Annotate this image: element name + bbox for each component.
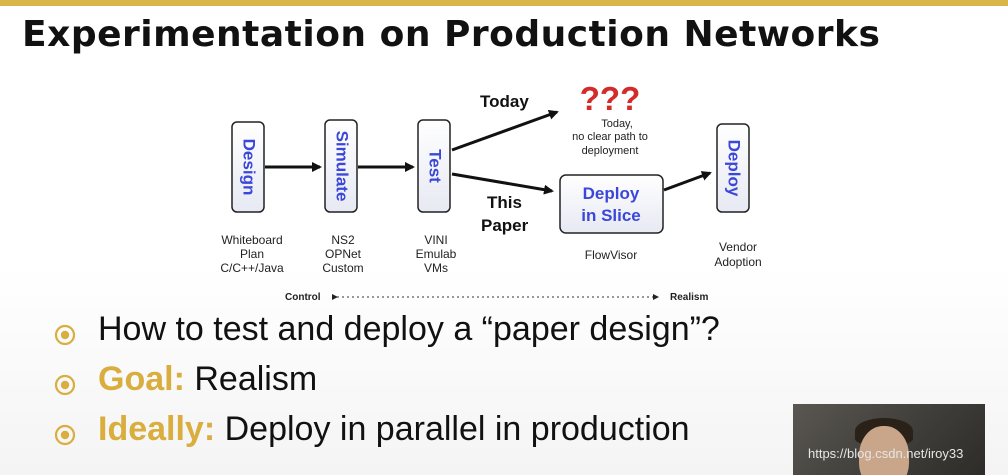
watermark-text: https://blog.csdn.net/iroy33: [808, 446, 964, 461]
question-note-3: deployment: [582, 145, 639, 157]
circle-bullet-icon: [54, 374, 76, 396]
bullet-body: Deploy in parallel in production: [215, 410, 690, 448]
this-label: This: [487, 193, 522, 212]
top-accent-bar: [0, 0, 1008, 6]
simulate-sublabel-2: OPNet: [325, 247, 362, 261]
test-box: [417, 119, 451, 213]
slide-title: Experimentation on Production Networks: [22, 14, 881, 55]
axis-realism-label: Realism: [670, 292, 708, 303]
paper-label: Paper: [481, 216, 529, 235]
slice-line-2: in Slice: [581, 206, 641, 225]
design-stage: Design Whiteboard Plan C/C++/Java: [220, 121, 284, 275]
test-label: Test: [426, 149, 445, 183]
today-label: Today: [480, 92, 529, 111]
circle-bullet-icon: [54, 324, 76, 346]
test-sublabel-3: VMs: [424, 261, 448, 275]
slice-stage: Deploy in Slice FlowVisor: [559, 174, 664, 262]
axis-control-label: Control: [285, 292, 321, 303]
deploy-in-slice-box: [559, 174, 664, 234]
circle-bullet-icon: [54, 424, 76, 446]
design-label: Design: [240, 139, 259, 196]
bullet-body: How to test and deploy a “paper design”?: [98, 310, 720, 348]
simulate-box: [324, 119, 358, 213]
slide-background: [0, 6, 1008, 475]
deploy-label: Deploy: [725, 140, 744, 197]
deploy-sublabel-2: Adoption: [714, 255, 761, 269]
speaker-face: [859, 426, 909, 475]
bullet-prefix: Ideally:: [98, 410, 216, 448]
design-sublabel-3: C/C++/Java: [220, 261, 284, 275]
bullet-body: Realism: [184, 360, 318, 398]
simulate-sublabel-3: Custom: [322, 261, 363, 275]
arrow-slice-to-deploy: [663, 171, 712, 192]
question-marks: ???: [580, 80, 640, 117]
slice-sublabel: FlowVisor: [585, 248, 637, 262]
test-sublabel-1: VINI: [424, 233, 447, 247]
bullet-text: Goal: Realism: [98, 360, 317, 399]
speaker-video-thumbnail: [793, 404, 985, 475]
question-note-1: Today,: [601, 118, 633, 130]
arrow-today: [451, 110, 559, 152]
slice-line-1: Deploy: [583, 184, 640, 203]
bullet-prefix: Goal:: [98, 360, 185, 398]
design-box: [231, 121, 265, 213]
bullet-text: How to test and deploy a “paper design”?: [98, 310, 720, 349]
bullet-text: Ideally: Deploy in parallel in productio…: [98, 410, 690, 449]
question-note-2: no clear path to: [572, 131, 648, 143]
deploy-box: [716, 123, 750, 213]
arrow-this-paper: [451, 172, 554, 195]
workflow-diagram: Design Whiteboard Plan C/C++/Java Simula…: [220, 80, 762, 303]
deploy-sublabel-1: Vendor: [719, 240, 757, 254]
simulate-sublabel-1: NS2: [331, 233, 355, 247]
design-sublabel-2: Plan: [240, 247, 264, 261]
simulate-label: Simulate: [333, 131, 352, 202]
test-stage: Test VINI Emulab VMs: [416, 119, 457, 275]
simulate-stage: Simulate NS2 OPNet Custom: [322, 119, 364, 275]
design-sublabel-1: Whiteboard: [221, 233, 282, 247]
deploy-stage: Deploy Vendor Adoption: [714, 123, 762, 269]
test-sublabel-2: Emulab: [416, 247, 457, 261]
